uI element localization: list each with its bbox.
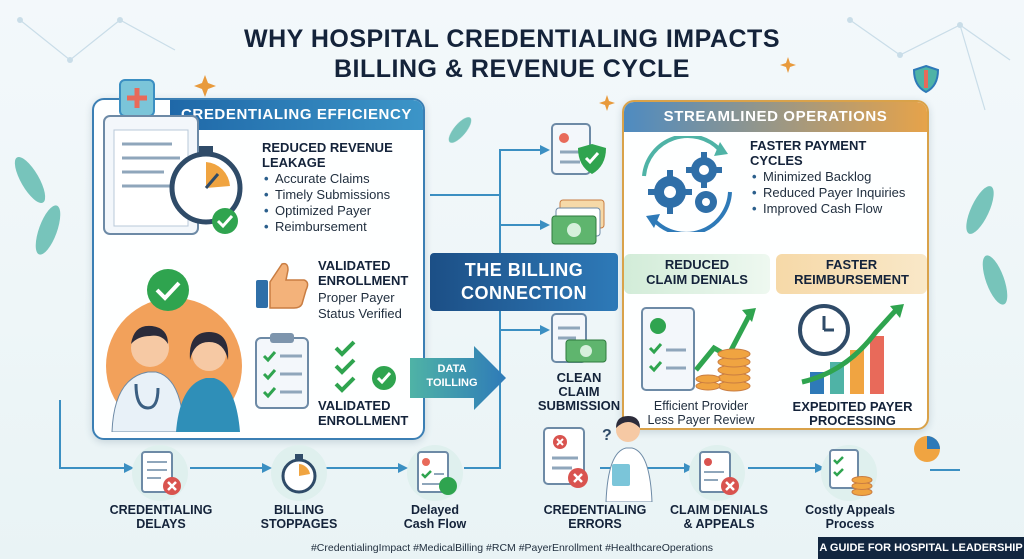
clean-claim-line1: CLEAN: [556, 370, 602, 385]
reimbursement-caption-line2: PROCESSING: [809, 413, 896, 428]
checklist-icon: [255, 333, 396, 409]
reduced-denials-line2: CLAIM DENIALS: [646, 272, 748, 287]
reimbursement-caption-line1: EXPEDITED PAYER: [792, 399, 913, 414]
payer-status-text-line2: Status Verified: [318, 306, 402, 321]
clipboard-money-icon: [551, 313, 607, 363]
pie-chart-icon: [914, 436, 940, 462]
credentialing-errors-line1: CREDENTIALING: [543, 503, 647, 517]
reduced-revenue-bullets: Accurate Claims Timely Submissions Optim…: [264, 171, 424, 235]
credentialing-errors-doctor-icon: ?: [543, 416, 653, 502]
costly-appeals-line2: Process: [825, 517, 875, 531]
credentialing-delays-line1: CREDENTIALING: [109, 503, 213, 517]
hashtags: #CredentialingImpact #MedicalBilling #RC…: [310, 542, 714, 554]
billing-stoppages-line1: BILLING: [274, 503, 324, 517]
page-title-line2: BILLING & REVENUE CYCLE: [334, 55, 690, 83]
reduced-revenue-heading-line1: REDUCED REVENUE: [262, 140, 393, 155]
credentialing-delays-label: CREDENTIALING DELAYS: [96, 503, 226, 531]
data-arrow-label: DATA TOILLING: [420, 362, 484, 390]
validated-enrollment2-heading-line1: VALIDATED: [318, 398, 391, 413]
data-arrow-label-line1: DATA: [437, 363, 467, 375]
data-arrow-label-line2: TOILLING: [426, 377, 478, 389]
bullet-item: Minimized Backlog: [752, 169, 928, 185]
reduced-claim-denials-subhead: REDUCED CLAIM DENIALS: [624, 254, 770, 294]
bullet-item: Timely Submissions: [264, 187, 424, 203]
claims-coins-growth-icon: [641, 307, 756, 392]
costly-appeals-line1: Costly Appeals: [805, 503, 895, 517]
stopwatch-icon: [271, 445, 327, 501]
gears-icon: [642, 136, 732, 232]
claim-denials-appeals-label: CLAIM DENIALS & APPEALS: [664, 503, 774, 531]
delayed-cash-flow-line2: Cash Flow: [403, 517, 467, 531]
delayed-cash-flow-line1: Delayed: [411, 503, 459, 517]
delayed-cash-flow-icon: [407, 445, 463, 501]
validated-enrollment-heading-line2: ENROLLMENT: [318, 273, 409, 288]
credentialing-delays-icon: [132, 445, 188, 501]
bullet-item-continued: Reimbursement: [264, 219, 424, 235]
costly-appeals-label: Costly Appeals Process: [790, 503, 910, 531]
faster-payment-heading-line1: FASTER PAYMENT: [750, 138, 867, 153]
clipboard-stopwatch-icon: [103, 79, 243, 235]
thumbs-up-icon: [256, 262, 309, 309]
denials-caption: Efficient Provider Less Payer Review: [626, 399, 776, 427]
reduced-denials-line1: REDUCED: [664, 257, 730, 272]
denials-caption-line2: Less Payer Review: [647, 413, 755, 427]
delayed-cash-flow-label: Delayed Cash Flow: [382, 503, 488, 531]
clean-claim-line3: SUBMISSION: [537, 398, 621, 413]
reduced-revenue-heading-line2: LEAKAGE: [262, 155, 326, 170]
billing-connection-line2: CONNECTION: [461, 283, 587, 303]
credentialing-errors-label: CREDENTIALING ERRORS: [530, 503, 660, 531]
claim-denials-appeals-line2: & APPEALS: [683, 517, 755, 531]
shield-icon: [912, 64, 940, 94]
bullet-item: Improved Cash Flow: [752, 201, 928, 217]
billing-connection-box: THE BILLING CONNECTION: [430, 253, 618, 311]
credentialing-efficiency-banner: CREDENTIALING EFFICIENCY: [170, 100, 423, 130]
billing-connection-line1: THE BILLING: [464, 260, 584, 280]
claim-denials-appeals-line1: CLAIM DENIALS: [670, 503, 768, 517]
denials-caption-line1: Efficient Provider: [653, 399, 749, 413]
credentialing-errors-line2: ERRORS: [568, 517, 622, 531]
payer-status-text-line1: Proper Payer: [318, 290, 395, 305]
bullet-item: Accurate Claims: [264, 171, 424, 187]
validated-enrollment-heading-line1: VALIDATED: [318, 258, 391, 273]
bullet-item: Optimized Payer: [264, 203, 424, 219]
faster-reimbursement-line2: REIMBURSEMENT: [794, 272, 909, 287]
faster-payment-heading-line2: CYCLES: [750, 153, 803, 168]
svg-text:?: ?: [602, 427, 612, 444]
clean-claim-line2: CLAIM: [558, 384, 600, 399]
streamlined-operations-banner: STREAMLINED OPERATIONS: [624, 102, 927, 132]
costly-appeals-icon: [821, 445, 877, 501]
claim-denials-icon: [689, 445, 745, 501]
faster-reimbursement-line1: FASTER: [825, 257, 878, 272]
page-title-line1: WHY HOSPITAL CREDENTIALING IMPACTS: [244, 25, 780, 53]
money-bills-icon: [551, 199, 605, 245]
billing-stoppages-line2: STOPPAGES: [260, 517, 338, 531]
clipboard-shield-icon: [551, 123, 606, 175]
faster-payment-bullets: Minimized Backlog Reduced Payer Inquirie…: [752, 169, 928, 217]
clock-bar-growth-icon: [798, 304, 904, 394]
bullet-item: Reduced Payer Inquiries: [752, 185, 928, 201]
faster-reimbursement-subhead: FASTER REIMBURSEMENT: [776, 254, 927, 294]
billing-stoppages-label: BILLING STOPPAGES: [246, 503, 352, 531]
validated-enrollment2-heading-line2: ENROLLMENT: [318, 413, 409, 428]
doctors-icon: [106, 269, 242, 432]
data-flow-arrow-icon: [410, 346, 506, 410]
guide-badge: A GUIDE FOR HOSPITAL LEADERSHIP: [818, 537, 1024, 559]
credentialing-delays-line2: DELAYS: [136, 517, 186, 531]
